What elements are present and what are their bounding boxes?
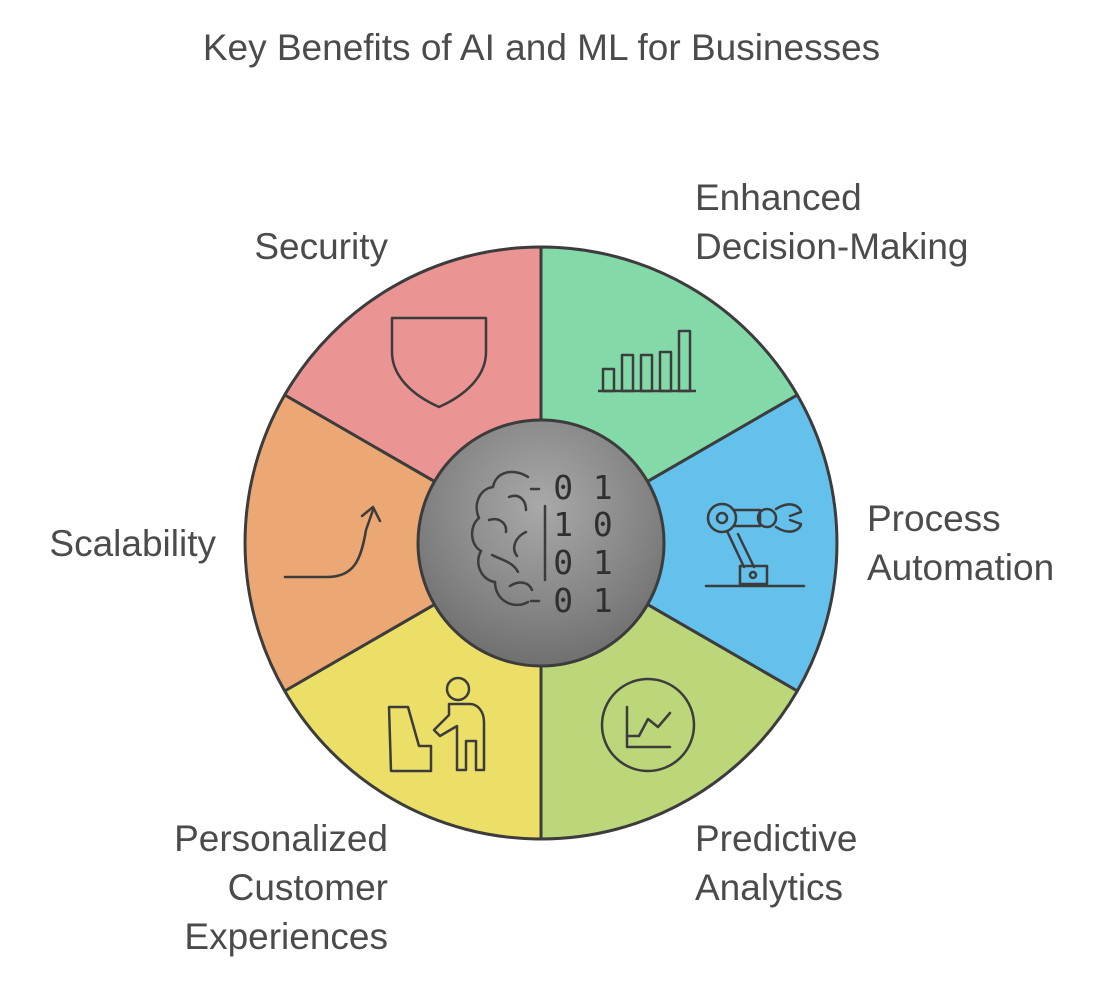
ai-brain-binary-icon: 0 1 1 0 0 1 0 1 (470, 468, 613, 620)
label-decision-making-line-2: Decision-Making (695, 226, 969, 267)
segment-scalability (243, 393, 543, 693)
segment-process-automation (539, 393, 839, 693)
label-personalized-experiences-line-1: Personalized (174, 818, 388, 859)
hub-circle (416, 418, 666, 668)
robot-arm-icon (704, 502, 806, 588)
diagram-title: Key Benefits of AI and ML for Businesses (202, 27, 881, 68)
label-decision-making-line-1: Enhanced (695, 177, 862, 218)
binary-row-3: 0 1 (553, 543, 613, 582)
binary-row-4: 0 1 (553, 581, 613, 620)
label-personalized-experiences: Personalized Customer Experiences (100, 814, 388, 961)
label-process-automation-line-2: Automation (867, 547, 1055, 588)
shield-icon (390, 316, 488, 409)
customer-service-icon (387, 676, 486, 773)
label-process-automation-line-1: Process (867, 498, 1001, 539)
growth-curve-icon (283, 505, 382, 579)
label-scalability: Scalability (20, 519, 216, 568)
label-predictive-analytics: Predictive Analytics (695, 814, 857, 912)
label-personalized-experiences-line-2: Customer (227, 867, 388, 908)
trend-chart-icon (600, 677, 696, 773)
label-predictive-analytics-line-1: Predictive (695, 818, 858, 859)
label-personalized-experiences-line-3: Experiences (184, 916, 388, 957)
label-scalability-line-1: Scalability (49, 523, 216, 564)
label-security-line-1: Security (254, 226, 388, 267)
brain-icon (470, 470, 547, 607)
binary-row-1: 0 1 (553, 468, 613, 507)
label-security: Security (190, 222, 388, 271)
label-process-automation: Process Automation (867, 494, 1054, 592)
bar-chart-icon (598, 329, 696, 393)
label-predictive-analytics-line-2: Analytics (695, 867, 844, 908)
binary-row-2: 1 0 (553, 505, 613, 544)
label-decision-making: Enhanced Decision-Making (695, 173, 969, 271)
